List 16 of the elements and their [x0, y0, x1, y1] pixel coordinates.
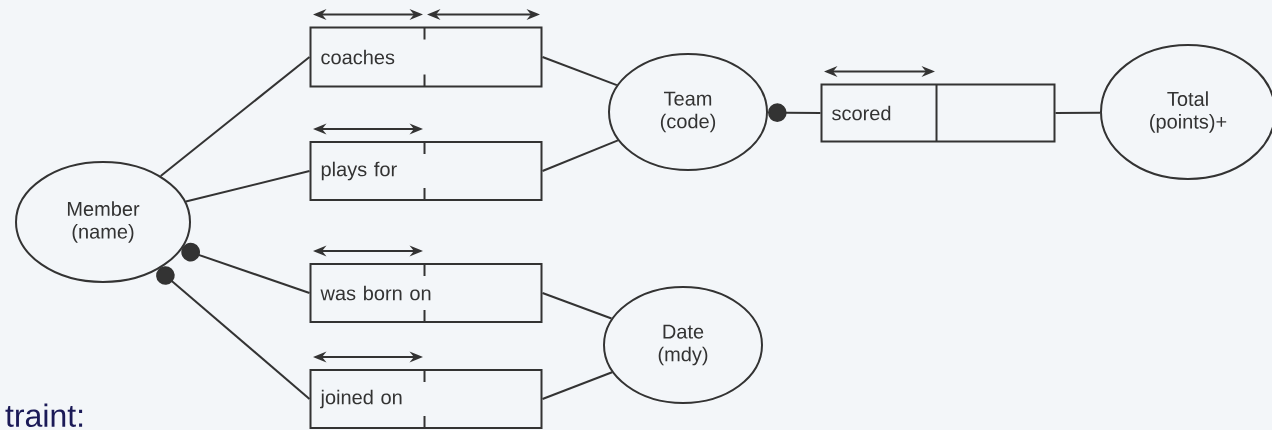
slide-text: traint: — [5, 403, 83, 427]
fact-type-box: plays for — [309, 141, 543, 201]
fact-type-box: joined on — [309, 369, 543, 429]
connector-line — [768, 103, 822, 122]
connector-line — [541, 292, 613, 320]
fact-type-box: coaches — [309, 26, 543, 88]
connector-line — [1054, 111, 1101, 114]
connector-line — [156, 266, 311, 400]
connector-line — [541, 371, 614, 400]
connector-line — [541, 139, 619, 172]
connector-line — [184, 170, 311, 203]
connector-line — [541, 56, 618, 87]
connector-line — [181, 242, 311, 294]
connector-line — [159, 56, 311, 177]
fact-type-box: was born on — [309, 263, 543, 323]
fact-type-box: scored — [820, 83, 1056, 143]
